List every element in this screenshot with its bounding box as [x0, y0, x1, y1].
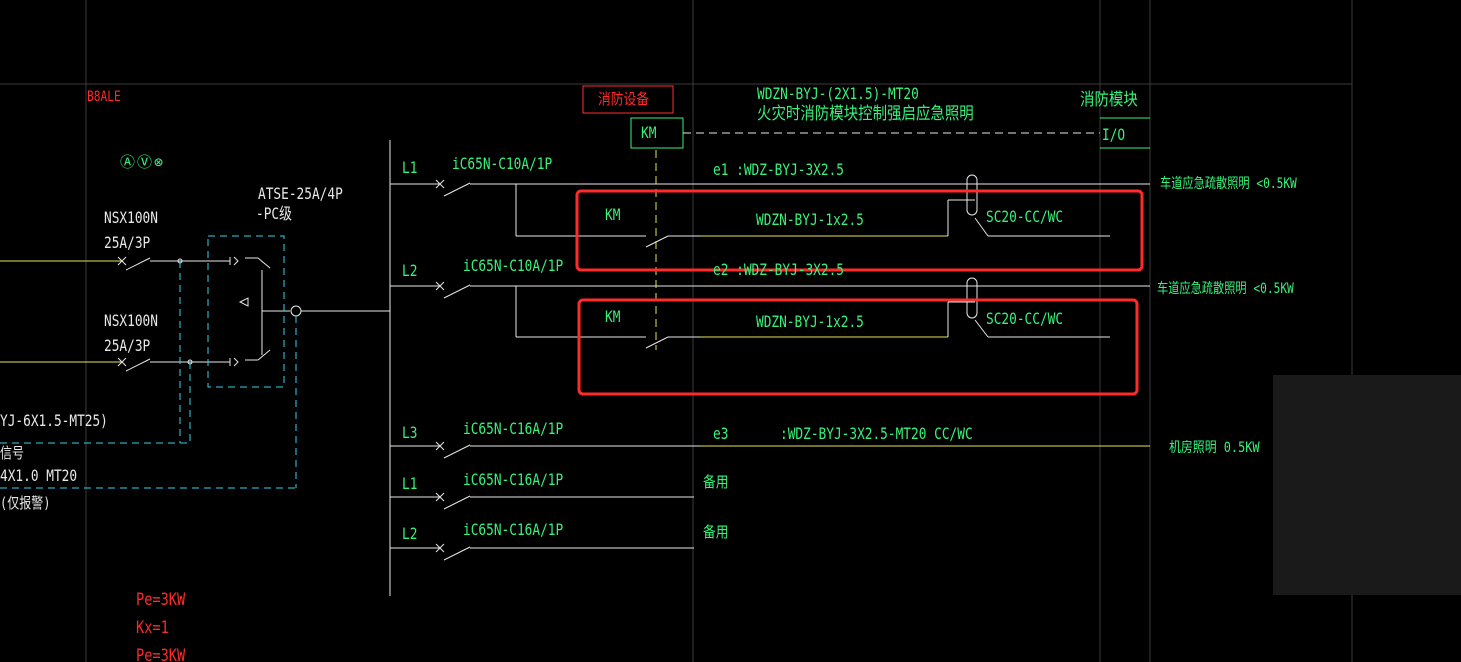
e1-cable-label: e1 :WDZ-BYJ-3X2.5	[713, 160, 845, 179]
breaker4-label: iC65N-C16A/1P	[463, 470, 564, 489]
red-highlight-boxes	[575, 85, 1144, 396]
nsx-switches	[117, 256, 390, 372]
breaker1-label: iC65N-C10A/1P	[452, 154, 553, 173]
side-panel	[1273, 375, 1461, 595]
km2-label: KM	[605, 307, 621, 326]
l1b-phase: L1	[402, 474, 418, 493]
fire-module-label: 消防模块	[1080, 90, 1138, 110]
sc2-conduit-label: SC20-CC/WC	[986, 309, 1064, 328]
km-top-label: KM	[641, 123, 657, 142]
left-note-label: (仅报警)	[0, 494, 51, 512]
l2b-phase: L2	[402, 524, 418, 543]
breaker2-label: iC65N-C10A/1P	[463, 256, 564, 275]
fire-equipment-label: 消防设备	[598, 90, 650, 108]
branch-circuits	[390, 179, 1150, 561]
spare2-label: 备用	[703, 523, 729, 541]
e3-cable-label: :WDZ-BYJ-3X2.5-MT20 CC/WC	[780, 424, 973, 443]
nsx2-model: NSX100N	[104, 311, 158, 330]
l2-phase: L2	[402, 261, 418, 280]
wdzn2-cable-label: WDZN-BYJ-1x2.5	[756, 312, 864, 331]
nsx1-rating: 25A/3P	[104, 233, 151, 252]
l1-phase: L1	[402, 158, 418, 177]
pe-label: Pe=3KW	[136, 590, 186, 610]
atse-class: -PC级	[256, 204, 292, 223]
breaker5-label: iC65N-C16A/1P	[463, 520, 564, 539]
left-cable-label: YJ-6X1.5-MT25)	[0, 411, 108, 430]
b8ale-label: B8ALE	[87, 89, 121, 105]
l3-phase: L3	[402, 423, 418, 442]
output1-label: 车道应急疏散照明 <0.5KW	[1160, 176, 1297, 192]
e2-cable-label: e2 :WDZ-BYJ-3X2.5	[713, 260, 845, 279]
left-cable2-label: 4X1.0 MT20	[0, 466, 78, 485]
kx-label: Kx=1	[136, 618, 169, 638]
breaker3-label: iC65N-C16A/1P	[463, 419, 564, 438]
wdzn-top-cable: WDZN-BYJ-(2X1.5)-MT20	[757, 84, 919, 103]
km1-label: KM	[605, 205, 621, 224]
atse-model: ATSE-25A/4P	[258, 184, 343, 203]
meter-icons: ⒶⓋ⊗	[120, 153, 166, 171]
output2-label: 车道应急疏散照明 <0.5KW	[1157, 281, 1294, 297]
spare1-label: 备用	[703, 473, 729, 491]
nsx2-rating: 25A/3P	[104, 336, 151, 355]
wdzn-top-desc: 火灾时消防模块控制强启应急照明	[757, 104, 974, 124]
io-label: I/O	[1102, 125, 1126, 144]
conduit-symbols	[947, 174, 1110, 338]
nsx1-model: NSX100N	[104, 208, 158, 227]
sc1-conduit-label: SC20-CC/WC	[986, 207, 1064, 226]
atse-box	[0, 235, 297, 489]
pe2-label: Pe=3KW	[136, 646, 186, 662]
grid-lines	[0, 0, 1353, 662]
left-signal-label: 信号	[0, 444, 25, 462]
wdzn1-cable-label: WDZN-BYJ-1x2.5	[756, 210, 864, 229]
e3-label: e3	[713, 424, 729, 443]
output3-label: 机房照明 0.5KW	[1169, 440, 1260, 456]
